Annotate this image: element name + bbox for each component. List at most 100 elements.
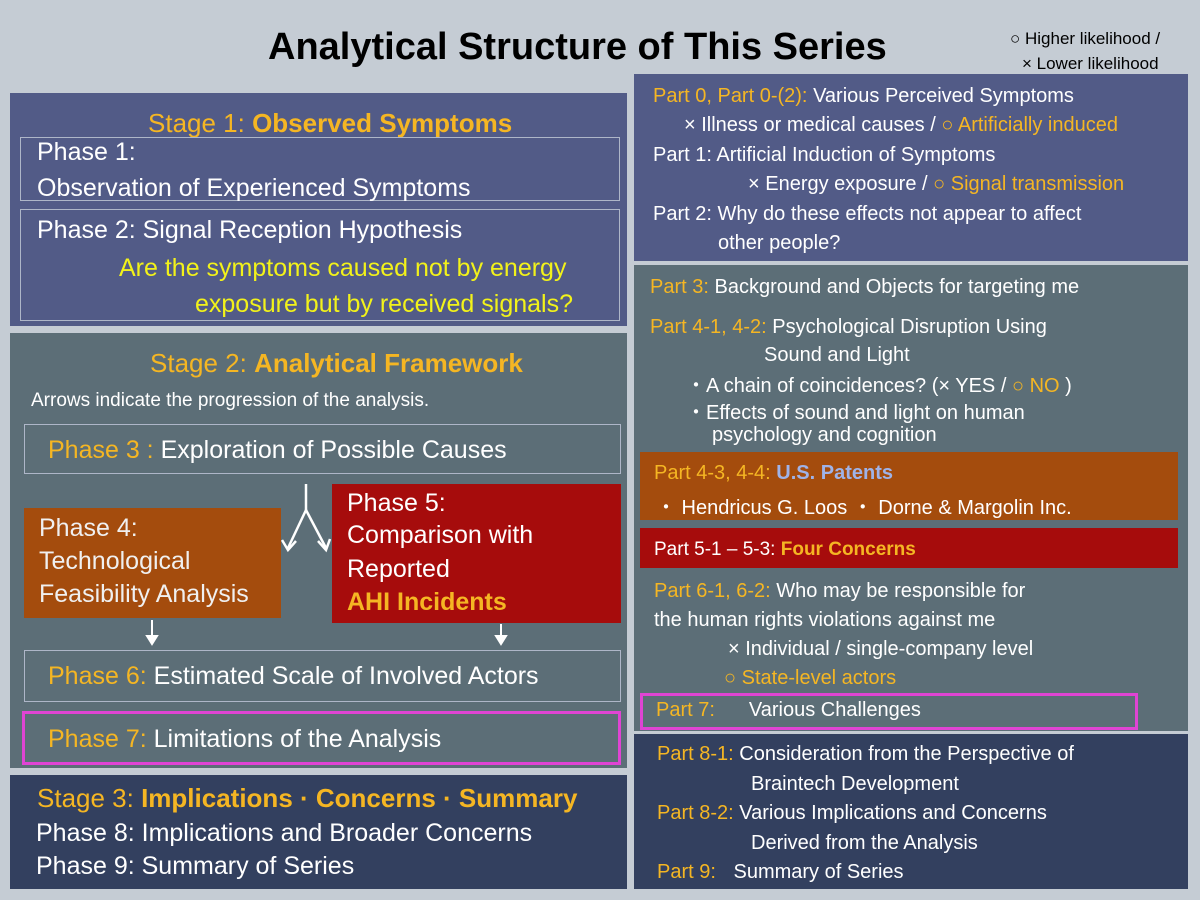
part0-label: Part 0, Part 0-(2): bbox=[653, 85, 814, 107]
phase5-line3: Reported bbox=[347, 555, 450, 583]
part1-line: Part 1: Artificial Induction of Symptoms bbox=[653, 144, 995, 167]
stage1-prefix: Stage 1: bbox=[148, 108, 253, 138]
phase8-text: Phase 8: Implications and Broader Concer… bbox=[36, 819, 533, 847]
part0-text: Various Perceived Symptoms bbox=[813, 85, 1074, 107]
part6-low: × Individual / single-company level bbox=[728, 638, 1034, 660]
phase2-box bbox=[20, 209, 620, 321]
fork-arrow bbox=[280, 484, 332, 553]
part3-text: Background and Objects for targeting me bbox=[714, 276, 1080, 298]
part7-label: Part 7: bbox=[656, 699, 715, 721]
part4-text: Psychological Disruption Using bbox=[772, 316, 1047, 338]
part43-items: ・ Hendricus G. Loos ・ Dorne & Margolin I… bbox=[656, 497, 1072, 519]
phase4-box bbox=[24, 508, 281, 618]
part4-label: Part 4-1, 4-2: bbox=[650, 316, 773, 338]
part0-line: Part 0, Part 0-(2): Various Perceived Sy… bbox=[653, 85, 1074, 108]
part82-line2: Derived from the Analysis bbox=[751, 832, 978, 854]
part81-label: Part 8-1: bbox=[657, 743, 740, 765]
part1-high: ○ Signal transmission bbox=[933, 173, 1125, 195]
part4-bullet1-close: ) bbox=[1059, 375, 1072, 397]
phase6-title: Estimated Scale of Involved Actors bbox=[153, 662, 539, 690]
part5-text: Four Concerns bbox=[780, 539, 916, 560]
phase3-title: Exploration of Possible Causes bbox=[160, 436, 507, 464]
phase7-text: Phase 7: Limitations of the Analysis bbox=[48, 725, 441, 754]
part4-bullet2-line2: psychology and cognition bbox=[712, 424, 937, 446]
part0-low: × Illness or medical causes / bbox=[684, 114, 942, 136]
part82-label: Part 8-2: bbox=[657, 802, 740, 824]
part4-line2: Sound and Light bbox=[764, 344, 910, 366]
part6-line: Part 6-1, 6-2: Who may be responsible fo… bbox=[654, 580, 1025, 603]
part82-text: Various Implications and Concerns bbox=[739, 802, 1047, 824]
concerns-box bbox=[640, 528, 1178, 568]
part1-low: × Energy exposure / bbox=[748, 173, 934, 195]
page-title: Analytical Structure of This Series bbox=[268, 26, 887, 68]
phase6-prefix: Phase 6: bbox=[48, 662, 154, 690]
part3-line: Part 3: Background and Objects for targe… bbox=[650, 276, 1079, 299]
part2-line2: other people? bbox=[718, 232, 841, 254]
part6-high: ○ State-level actors bbox=[724, 667, 897, 689]
part6-text: Who may be responsible for bbox=[776, 580, 1026, 602]
parts-0-2-panel bbox=[634, 74, 1188, 261]
part2-line: Part 2: Why do these effects not appear … bbox=[653, 203, 1081, 226]
part81-line: Part 8-1: Consideration from the Perspec… bbox=[657, 743, 1074, 766]
phase4-line3: Feasibility Analysis bbox=[39, 580, 249, 608]
part81-text: Consideration from the Perspective of bbox=[739, 743, 1074, 765]
phase2-question-line2: exposure but by received signals? bbox=[195, 290, 574, 318]
phase3-prefix: Phase 3 : bbox=[48, 436, 161, 464]
part81-line2: Braintech Development bbox=[751, 773, 959, 795]
phase2-label: Phase 2: Signal Reception Hypothesis bbox=[37, 216, 463, 244]
phase7-highlight-box bbox=[22, 711, 621, 765]
part6-label: Part 6-1, 6-2: bbox=[654, 580, 777, 602]
stage3-name: Implications · Concerns · Summary bbox=[141, 783, 578, 813]
phase7-title: Limitations of the Analysis bbox=[153, 725, 442, 753]
part9-text: Summary of Series bbox=[733, 861, 904, 883]
phase4-line2: Technological bbox=[39, 547, 191, 575]
part1-label: Part 1: bbox=[653, 144, 717, 166]
part4-bullet2: ・Effects of sound and light on human bbox=[686, 402, 1025, 424]
part7-highlight-box bbox=[640, 693, 1138, 730]
part4-bullet1: ・A chain of coincidences? (× YES / ○ NO … bbox=[686, 369, 1072, 398]
part82-line: Part 8-2: Various Implications and Conce… bbox=[657, 802, 1047, 825]
phase1-label: Phase 1: bbox=[37, 138, 136, 166]
phase1-text: Observation of Experienced Symptoms bbox=[37, 174, 471, 202]
part5-label: Part 5-1 – 5-3: bbox=[654, 539, 781, 560]
phase6-box bbox=[24, 650, 621, 702]
phase5-ahi-incidents: AHI Incidents bbox=[347, 588, 507, 616]
parts-8-9-panel bbox=[634, 734, 1188, 889]
part4-bullet1-high: ○ NO bbox=[1011, 375, 1060, 397]
part5-line: Part 5-1 – 5-3: Four Concerns bbox=[654, 539, 916, 561]
part4-line: Part 4-1, 4-2: Psychological Disruption … bbox=[650, 316, 1047, 339]
part7-line: Part 7:Various Challenges bbox=[656, 699, 921, 722]
phase5-box bbox=[332, 484, 621, 623]
part43-line: Part 4-3, 4-4: U.S. Patents bbox=[654, 462, 893, 485]
down-arrow-left bbox=[145, 620, 159, 646]
part1-text: Artificial Induction of Symptoms bbox=[716, 144, 996, 166]
stage2-note: Arrows indicate the progression of the a… bbox=[31, 390, 430, 411]
stage3-prefix: Stage 3: bbox=[37, 783, 142, 813]
legend: ○ Higher likelihood / × Lower likelihood bbox=[1010, 26, 1160, 76]
stage1-heading: Stage 1: Observed Symptoms bbox=[148, 108, 512, 139]
phase3-box bbox=[24, 424, 621, 474]
part2-label: Part 2: bbox=[653, 203, 718, 225]
stage1-name: Observed Symptoms bbox=[252, 108, 513, 138]
stage3-heading: Stage 3: Implications · Concerns · Summa… bbox=[37, 783, 577, 814]
phase5-label: Phase 5: bbox=[347, 489, 446, 517]
stage3-panel bbox=[10, 775, 627, 889]
part4-bullet1-text: ・A chain of coincidences? (× YES / bbox=[686, 375, 1012, 397]
phase5-line2: Comparison with bbox=[347, 521, 534, 549]
phase1-box bbox=[20, 137, 620, 201]
part43-text: U.S. Patents bbox=[776, 462, 893, 484]
part9-label: Part 9: bbox=[657, 861, 722, 883]
part0-likelihood: × Illness or medical causes / ○ Artifici… bbox=[684, 114, 1118, 137]
part9-line: Part 9: Summary of Series bbox=[657, 861, 904, 884]
phase9-text: Phase 9: Summary of Series bbox=[36, 852, 355, 880]
legend-higher: ○ Higher likelihood / bbox=[1010, 29, 1161, 48]
phase4-label: Phase 4: bbox=[39, 514, 138, 542]
phase2-question-line1: Are the symptoms caused not by energy bbox=[119, 254, 567, 282]
patents-box bbox=[640, 452, 1178, 520]
part0-high: ○ Artificially induced bbox=[941, 114, 1118, 136]
legend-lower: × Lower likelihood bbox=[1022, 54, 1159, 73]
part43-label: Part 4-3, 4-4: bbox=[654, 462, 777, 484]
phase6-text: Phase 6: Estimated Scale of Involved Act… bbox=[48, 662, 539, 691]
stage2-heading: Stage 2: Analytical Framework bbox=[150, 348, 523, 379]
